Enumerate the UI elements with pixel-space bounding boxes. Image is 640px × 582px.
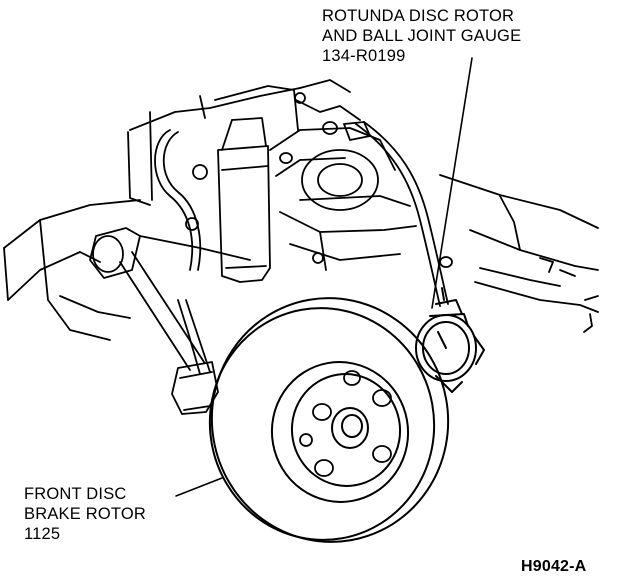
vehicle-frame (3, 79, 599, 341)
rotor-callout-line2: BRAKE ROTOR (24, 505, 147, 523)
rotor-callout: FRONT DISC BRAKE ROTOR 1125 (24, 484, 146, 544)
gauge-callout-part-number: 134-R0199 (322, 47, 406, 65)
dial-gauge (415, 287, 485, 393)
rotor-leader-line (175, 477, 223, 497)
gauge-callout-line1: ROTUNDA DISC ROTOR (322, 7, 515, 25)
gauge-callout-line2: AND BALL JOINT GAUGE (322, 27, 522, 45)
upper-arm-and-spindle (269, 92, 453, 307)
brake-hose (154, 129, 211, 375)
lower-control-arm (89, 227, 251, 415)
rotor-callout-line1: FRONT DISC (24, 485, 127, 503)
callout-leaders (175, 57, 473, 497)
wheel-studs (299, 370, 392, 477)
rotor-callout-part-number: 1125 (24, 525, 61, 543)
shock-absorber (185, 117, 271, 283)
gauge-leader-line (431, 57, 473, 309)
brake-rotor (208, 297, 450, 543)
gauge-callout: ROTUNDA DISC ROTOR AND BALL JOINT GAUGE … (322, 6, 521, 66)
figure-id: H9042-A (521, 558, 587, 575)
